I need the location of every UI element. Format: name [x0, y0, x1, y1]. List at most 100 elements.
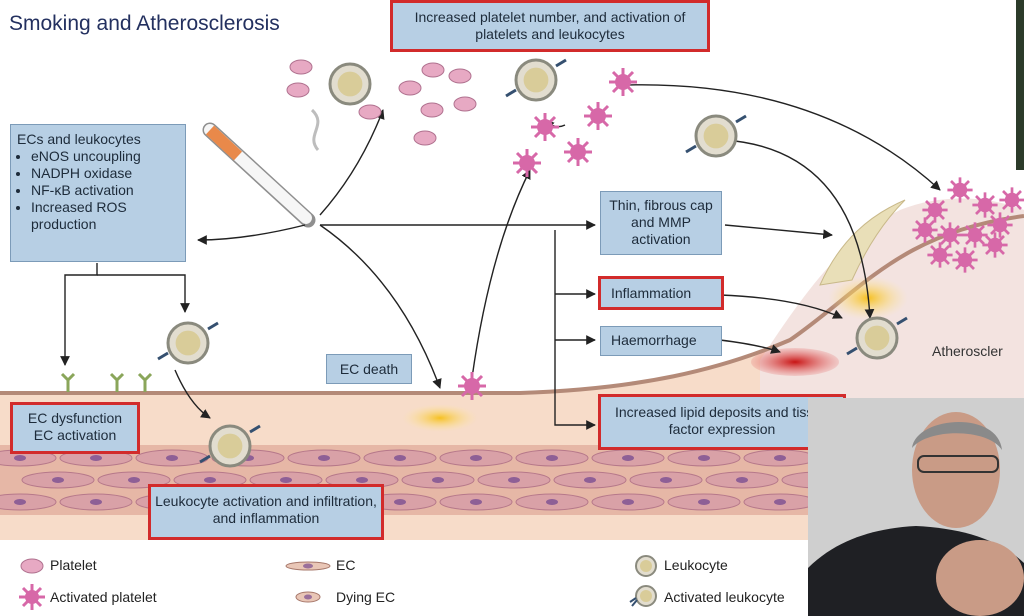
muscle-nucleus — [736, 477, 748, 483]
activated-platelet — [609, 68, 637, 96]
legend-activated-platelet-icon — [19, 584, 45, 610]
muscle-nucleus — [432, 477, 444, 483]
muscle-nucleus — [546, 455, 558, 461]
lipid-deposit-left — [402, 404, 478, 432]
activated-platelet — [962, 222, 988, 248]
muscle-nucleus — [280, 477, 292, 483]
ecs-heading: ECs and leukocytes — [17, 131, 141, 147]
activated-leukocyte — [157, 321, 219, 365]
platelet — [289, 59, 313, 75]
leukocyte — [328, 62, 372, 106]
activated-leukocyte — [199, 424, 261, 468]
activated-platelet — [972, 192, 998, 218]
haemorrhage-blood — [751, 348, 839, 376]
pathway-arrows — [60, 84, 941, 430]
muscle-nucleus — [584, 477, 596, 483]
ecs-list: eNOS uncoupling NADPH oxidase NF-κB acti… — [17, 148, 179, 233]
cigarette-icon — [202, 108, 320, 228]
activated-leukocyte — [685, 114, 747, 158]
legend-glyphs — [19, 555, 657, 610]
box-lipid-deposits: Increased lipid deposits and tissue fact… — [598, 394, 846, 450]
activated-platelet — [947, 177, 973, 203]
activated-platelet — [922, 197, 948, 223]
activated-platelet — [531, 113, 559, 141]
platelet — [413, 130, 437, 146]
muscle-nucleus — [356, 477, 368, 483]
activated-platelet — [937, 222, 963, 248]
muscle-nucleus — [318, 455, 330, 461]
activated-platelets — [458, 68, 637, 400]
activated-platelet — [952, 247, 978, 273]
muscle-nucleus — [204, 477, 216, 483]
ecs-item: NF-κB activation — [31, 182, 179, 199]
muscle-nucleus — [52, 477, 64, 483]
leukocytes — [157, 58, 908, 468]
legend-dying-ec: Dying EC — [336, 589, 396, 605]
platelet — [421, 62, 445, 78]
presenter-video — [808, 398, 1024, 616]
activated-platelet — [987, 212, 1013, 238]
activated-platelet — [564, 138, 592, 166]
muscle-nucleus — [698, 455, 710, 461]
atherosclerosis-label: Atheroscler — [932, 343, 1003, 359]
legend-platelet-icon — [20, 558, 44, 574]
ecs-item: NADPH oxidase — [31, 165, 179, 182]
legend-leukocyte-icon — [635, 555, 657, 577]
muscle-nucleus — [508, 477, 520, 483]
ec-activation-line: EC activation — [33, 427, 117, 443]
slide-title: Smoking and Atherosclerosis — [9, 12, 280, 35]
muscle-nucleus — [698, 499, 710, 505]
box-inflammation: Inflammation — [598, 276, 724, 310]
platelet — [358, 104, 382, 120]
side-thumbnail — [1016, 0, 1024, 170]
legend-leukocyte: Leukocyte — [664, 557, 728, 573]
ecs-item: Increased ROS production — [31, 199, 179, 233]
muscle-nucleus — [394, 455, 406, 461]
box-platelet-activation: Increased platelet number, and activatio… — [390, 0, 710, 52]
muscle-nucleus — [470, 455, 482, 461]
muscle-nucleus — [774, 455, 786, 461]
muscle-nucleus — [90, 499, 102, 505]
platelets — [286, 59, 477, 146]
box-haemorrhage: Haemorrhage — [600, 326, 722, 356]
activated-platelet — [927, 242, 953, 268]
box-leukocyte-activation: Leukocyte activation and infiltration, a… — [148, 484, 384, 540]
activated-platelet — [912, 217, 938, 243]
muscle-nucleus — [166, 455, 178, 461]
activated-platelet — [999, 187, 1024, 213]
activated-leukocyte — [505, 58, 567, 102]
platelet — [448, 68, 472, 84]
box-ec-death: EC death — [326, 354, 412, 384]
legend-ec: EC — [336, 557, 356, 573]
fibrous-cap — [819, 199, 906, 286]
activated-platelet — [458, 372, 486, 400]
activated-platelet — [513, 149, 541, 177]
muscle-nucleus — [470, 499, 482, 505]
muscle-nucleus — [622, 499, 634, 505]
activated-leukocyte — [846, 316, 908, 360]
legend-activated-leukocyte-icon — [629, 585, 657, 607]
box-ec-dysfunction: EC dysfunction EC activation — [10, 402, 140, 454]
ec-dysfunction-line: EC dysfunction — [27, 410, 123, 426]
muscle-nucleus — [546, 499, 558, 505]
platelet — [398, 80, 422, 96]
ecs-item: eNOS uncoupling — [31, 148, 179, 165]
muscle-nucleus — [774, 499, 786, 505]
legend-ec-icon — [285, 561, 331, 571]
legend-activated-leukocyte: Activated leukocyte — [664, 589, 785, 605]
muscle-nucleus — [128, 477, 140, 483]
activated-platelet — [584, 102, 612, 130]
platelet — [453, 96, 477, 112]
smooth-muscle-cell — [0, 493, 57, 511]
muscle-nucleus — [90, 455, 102, 461]
box-ecs-leukocytes: ECs and leukocytes eNOS uncoupling NADPH… — [10, 124, 186, 262]
muscle-nucleus — [394, 499, 406, 505]
muscle-nucleus — [14, 455, 26, 461]
muscle-nucleus — [622, 455, 634, 461]
platelet — [420, 102, 444, 118]
box-fibrous-cap: Thin, fibrous cap and MMP activation — [600, 191, 722, 255]
legend-platelet: Platelet — [50, 557, 97, 573]
endothelium — [0, 214, 1024, 395]
